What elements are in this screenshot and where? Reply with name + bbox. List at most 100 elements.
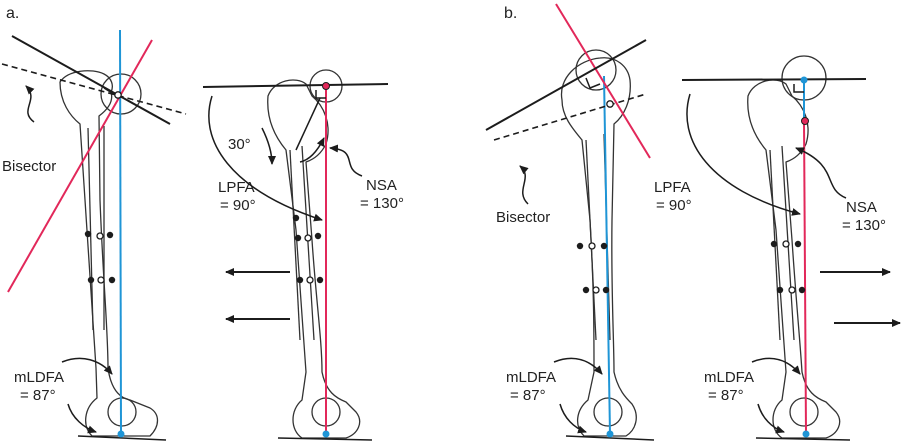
nsa-arc-a	[299, 137, 325, 163]
bisector-label-a: Bisector	[2, 158, 56, 175]
femur-a2-midpoint	[306, 276, 314, 284]
femur-b1-dot	[582, 286, 590, 294]
femur-a1: Bisector mLDFA = 87°	[1, 29, 187, 441]
mldfa-arrow-b-right-up	[751, 357, 801, 375]
femur-b1-right-angle	[585, 77, 601, 89]
femur-a1-neck-axis	[7, 39, 153, 293]
femur-b2-offset-point	[801, 117, 809, 125]
femur-a2: 30° LPFA = 90° NSA = 130°	[202, 69, 404, 441]
femur-a2-dot	[294, 234, 302, 242]
femur-b2-knee-center	[802, 430, 810, 438]
femur-b1-bisector-line	[493, 93, 647, 141]
bisector-arrow-a	[25, 85, 35, 123]
femur-b1: Bisector LPFA = 90° mLDFA = 87°	[485, 3, 692, 441]
lpfa-arc-a	[208, 95, 323, 222]
lpfa-arc-b	[686, 93, 801, 216]
femur-b2-condyle	[789, 397, 819, 427]
panel-b: b. Bisector LPFA	[485, 3, 901, 441]
femur-a2-joint-line	[277, 437, 373, 441]
femur-b2-outline	[747, 79, 841, 439]
angle-30-label: 30°	[228, 136, 251, 153]
mldfa-value-a: = 87°	[20, 387, 56, 404]
femur-a2-head-center	[322, 82, 330, 90]
mldfa-label-b-left: mLDFA	[506, 369, 556, 386]
femur-a1-bisector-line	[1, 63, 187, 115]
mldfa-arrow-a-down	[67, 403, 97, 434]
femur-a1-canal-left	[87, 127, 94, 331]
femur-b1-joint-line	[565, 435, 655, 441]
femur-a1-center-point	[114, 91, 122, 99]
nsa-label-a: NSA	[366, 177, 397, 194]
femur-b2-dot	[798, 286, 806, 294]
femur-a2-trochanter-line	[202, 83, 389, 88]
femur-b1-midpoint	[588, 242, 596, 250]
femur-b2-joint-line	[755, 437, 851, 441]
mldfa-arrow-a-up	[61, 357, 113, 375]
mldfa-arrow-b-right-down	[757, 403, 785, 434]
femur-a1-dot	[87, 276, 95, 284]
femur-b1-midpoint	[592, 286, 600, 294]
nsa-arrow-a	[329, 144, 363, 177]
femur-a1-outline	[59, 70, 159, 437]
femur-b1-canal-left	[585, 139, 597, 341]
mldfa-value-b-right: = 87°	[708, 387, 744, 404]
femur-a1-midpoint	[97, 276, 105, 284]
femur-a1-dot	[108, 276, 116, 284]
femur-a2-right-angle	[315, 90, 326, 99]
angle-30-arrow	[261, 127, 276, 165]
femur-b1-dot	[602, 286, 610, 294]
femur-a2-neck-line	[295, 97, 321, 151]
femur-b2-dot	[776, 286, 784, 294]
femur-b1-dot	[576, 242, 584, 250]
femur-a1-tangent-line	[11, 35, 171, 125]
femur-a1-mechanical-axis	[119, 29, 122, 435]
femur-a1-midpoint	[96, 232, 104, 240]
panel-b-label: b.	[504, 5, 517, 22]
mldfa-label-b-right: mLDFA	[704, 369, 754, 386]
femur-b1-condyle	[593, 397, 623, 427]
femur-a1-joint-line	[77, 435, 167, 441]
femur-b1-knee-center	[606, 430, 614, 438]
femur-b2-dot	[794, 240, 802, 248]
femur-a2-dot	[296, 276, 304, 284]
nsa-value-b: = 130°	[842, 217, 886, 234]
femur-a2-dot	[314, 232, 322, 240]
femur-a1-condyle	[107, 397, 137, 427]
femur-a2-outline	[267, 79, 361, 439]
femur-a2-midpoint	[304, 234, 312, 242]
femur-b2-head-center	[800, 76, 808, 84]
mldfa-arrow-b-left-down	[559, 403, 587, 434]
nsa-arrow-b	[795, 147, 847, 199]
femur-a2-canal-left	[289, 149, 301, 341]
femur-b1-outline	[560, 57, 637, 437]
panel-a: a. Bisector	[1, 5, 404, 441]
bisector-arrow-b	[519, 165, 529, 205]
mldfa-label-a: mLDFA	[14, 369, 64, 386]
lpfa-label-a: LPFA	[218, 179, 255, 196]
femur-b1-mechanical-axis	[603, 75, 611, 435]
femur-b1-dot	[600, 242, 608, 250]
mldfa-value-b-left: = 87°	[510, 387, 546, 404]
femur-a1-dot	[106, 231, 114, 239]
panel-a-label: a.	[6, 5, 19, 22]
femur-b2-dot	[770, 240, 778, 248]
femur-b2-trochanter-line	[681, 78, 867, 81]
femur-b2: NSA = 130° mLDFA = 87°	[681, 55, 901, 441]
femur-a2-dot	[316, 276, 324, 284]
femur-b1-neck-axis	[555, 3, 651, 159]
femur-a2-knee-center	[322, 430, 330, 438]
femur-b2-mechanical-axis	[803, 119, 807, 435]
femur-b2-midpoint	[782, 240, 790, 248]
femur-a1-dot	[84, 230, 92, 238]
femur-b1-tangent-line	[485, 39, 647, 131]
femur-a2-dot	[292, 214, 300, 222]
femur-b2-right-angle	[793, 84, 804, 93]
bisector-label-b: Bisector	[496, 209, 550, 226]
mldfa-arrow-b-left-up	[553, 357, 603, 375]
lpfa-label-b: LPFA	[654, 179, 691, 196]
nsa-value-a: = 130°	[360, 195, 404, 212]
femur-b1-center-point	[606, 100, 614, 108]
femur-b2-midpoint	[788, 286, 796, 294]
lpfa-value-b: = 90°	[656, 197, 692, 214]
